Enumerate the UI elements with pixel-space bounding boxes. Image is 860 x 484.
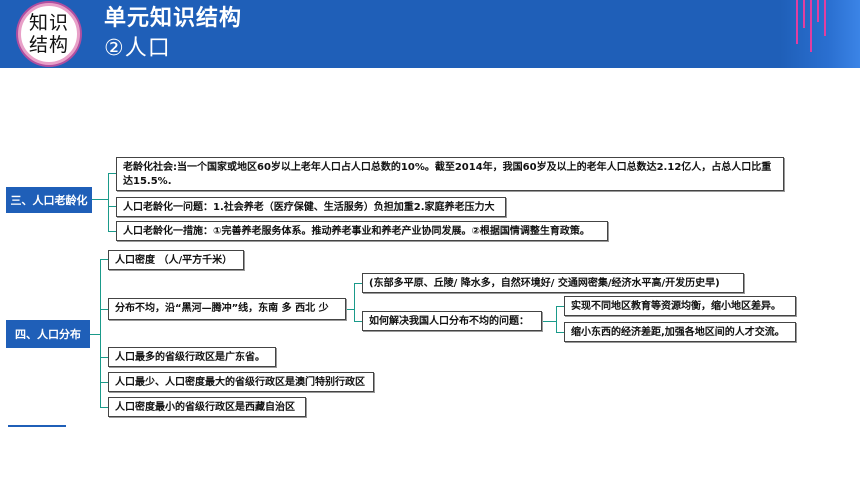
fact-box: 人口密度最小的省级行政区是西藏自治区 [108,397,306,417]
density-box: 人口密度 （人/平方千米） [108,250,244,270]
connector [100,382,108,383]
connector [354,283,362,284]
title-sub: ②人口 [104,36,171,61]
solution-box: 缩小东西的经济差距,加强各地区间的人才交流。 [564,322,796,342]
fact-box: 人口最多的省级行政区是广东省。 [108,347,276,367]
connector [100,259,101,407]
decor-bar [810,0,812,52]
connector [90,334,100,335]
connector [100,357,108,358]
decor-bar [817,0,819,22]
connector [354,283,355,321]
next-section-stub [8,425,66,427]
connector [556,306,564,307]
decor-bar [824,0,826,36]
header-glow [780,0,860,68]
connector [108,231,116,232]
badge-line2: 结构 [28,34,69,56]
connector [100,407,108,408]
connector [92,199,108,200]
decor-bar [796,0,798,44]
category-aging: 三、人口老龄化 [6,187,92,213]
connector [100,309,108,310]
header-banner [0,0,860,68]
connector [100,259,108,260]
title-main: 单元知识结构 [104,6,243,31]
uneven-distribution-box: 分布不均，沿“黑河—腾冲”线，东南 多 西北 少 [108,298,346,320]
reason-box: (东部多平原、丘陵/ 降水多，自然环境好/ 交通网密集/经济水平高/开发历史早) [362,273,744,293]
fact-box: 人口最少、人口密度最大的省级行政区是澳门特别行政区 [108,372,374,392]
aging-definition-box: 老龄化社会:当一个国家或地区60岁以上老年人口占人口总数的10%。截至2014年… [116,157,784,191]
solve-question-box: 如何解决我国人口分布不均的问题： [362,311,542,331]
connector [542,321,556,322]
decor-bar [803,0,805,28]
knowledge-structure-badge: 知识 结构 [18,3,80,65]
connector [556,332,564,333]
page-title: 单元知识结构 ②人口 [104,4,242,64]
aging-problem-box: 人口老龄化一问题：1.社会养老（医疗保健、生活服务）负担加重2.家庭养老压力大 [116,197,506,217]
solution-box: 实现不同地区教育等资源均衡，缩小地区差异。 [564,296,796,316]
badge-line1: 知识 [28,12,69,34]
connector [108,173,116,174]
category-distribution: 四、人口分布 [6,320,90,348]
aging-measure-box: 人口老龄化一措施：①完善养老服务体系。推动养老事业和养老产业协同发展。②根据国情… [116,221,608,241]
connector [108,206,116,207]
connector [354,321,362,322]
connector [346,309,354,310]
connector [556,306,557,332]
connector [108,173,109,231]
